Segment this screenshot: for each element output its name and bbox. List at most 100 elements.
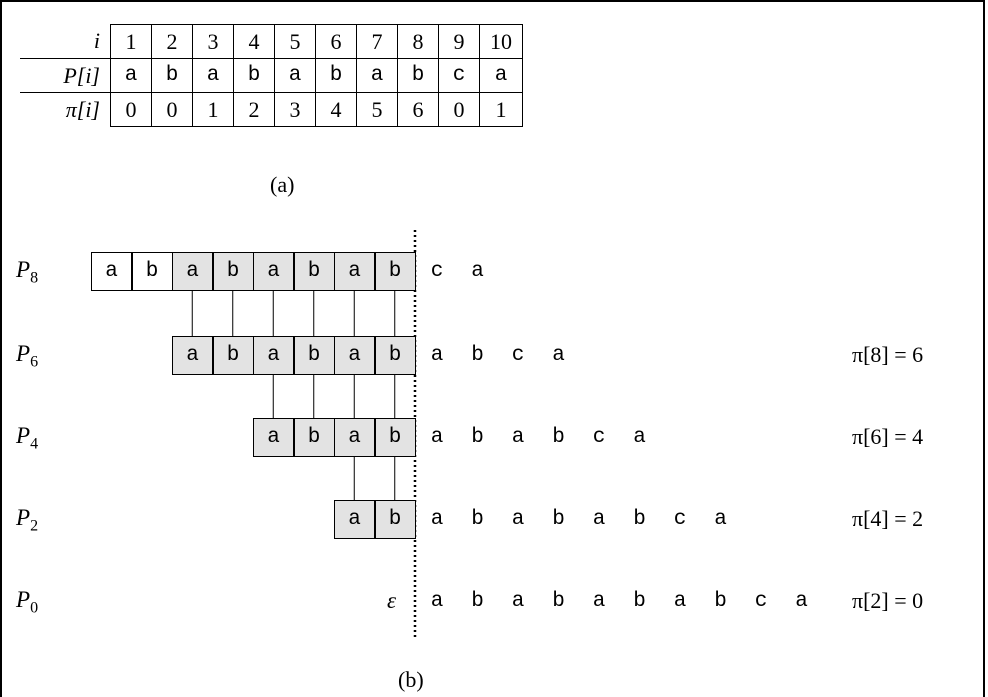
row-label-4: P4 bbox=[16, 423, 38, 454]
text-char: b bbox=[552, 426, 565, 449]
row-label-main: P bbox=[16, 423, 31, 448]
text-char: a bbox=[714, 508, 727, 531]
table-cell: 1 bbox=[479, 92, 523, 127]
table-cell: a bbox=[356, 58, 398, 93]
pattern-box: a bbox=[253, 252, 294, 291]
text-char: a bbox=[511, 590, 525, 613]
text-char: a bbox=[471, 260, 484, 283]
table-cell: a bbox=[110, 58, 152, 93]
text-char: b bbox=[633, 590, 646, 613]
pattern-box: a bbox=[334, 500, 375, 539]
caption-a: (a) bbox=[270, 172, 295, 197]
text-char: a bbox=[633, 426, 646, 449]
table-cell: c bbox=[438, 58, 480, 93]
pattern-box: b bbox=[293, 336, 335, 375]
row-label-sub: 4 bbox=[30, 435, 39, 453]
table-cell: 6 bbox=[315, 24, 357, 59]
table-cell: a bbox=[274, 58, 316, 93]
pattern-box: a bbox=[172, 252, 213, 291]
table-cell: 4 bbox=[315, 92, 357, 127]
table-cell: 7 bbox=[356, 24, 398, 59]
table-cell: 0 bbox=[151, 92, 193, 127]
table-cell: b bbox=[233, 58, 275, 93]
text-char: a bbox=[511, 426, 525, 449]
table-cell: b bbox=[315, 58, 357, 93]
pattern-box: a bbox=[253, 418, 294, 457]
text-char: a bbox=[592, 508, 606, 531]
row-label-main: P bbox=[16, 505, 31, 530]
pattern-box: b bbox=[131, 252, 173, 291]
table-cell: 5 bbox=[356, 92, 398, 127]
row-label-main: P bbox=[16, 341, 31, 366]
row-label-sub: 8 bbox=[30, 269, 39, 287]
pi-equation: π[6] = 4 bbox=[852, 424, 924, 449]
text-char: b bbox=[633, 508, 646, 531]
text-char: b bbox=[714, 590, 727, 613]
row-label-sub: 0 bbox=[30, 599, 39, 617]
text-char: a bbox=[511, 508, 525, 531]
table-cell: 1 bbox=[192, 92, 234, 127]
text-char: b bbox=[552, 590, 565, 613]
table-cell: 4 bbox=[233, 24, 275, 59]
text-char: c bbox=[673, 508, 687, 531]
pi-equation: π[4] = 2 bbox=[852, 506, 924, 531]
pattern-box: b bbox=[374, 336, 416, 375]
row-label-sub: 6 bbox=[30, 353, 39, 371]
table-cell: a bbox=[479, 58, 523, 93]
row-label-2: P2 bbox=[16, 505, 38, 536]
text-char: c bbox=[754, 590, 768, 613]
text-char: a bbox=[795, 590, 808, 613]
pi-equation: π[8] = 6 bbox=[852, 342, 924, 367]
table-header-pattern: P[i] bbox=[20, 58, 111, 93]
table-cell: 0 bbox=[438, 92, 480, 127]
text-char: b bbox=[471, 590, 484, 613]
text-char: a bbox=[673, 590, 687, 613]
text-char: c bbox=[430, 260, 444, 283]
table-cell: 2 bbox=[233, 92, 275, 127]
text-char: a bbox=[430, 508, 444, 531]
table-cell: 3 bbox=[274, 92, 316, 127]
pattern-box: b bbox=[212, 336, 254, 375]
pi-equation: π[2] = 0 bbox=[852, 588, 924, 613]
table-cell: 5 bbox=[274, 24, 316, 59]
pattern-box: b bbox=[212, 252, 254, 291]
row-label-main: P bbox=[16, 257, 31, 282]
prefix-function-table: i 1 2 3 4 5 6 7 8 9 10 P[i] a b a b a b … bbox=[20, 24, 523, 127]
text-char: a bbox=[430, 344, 444, 367]
row-label-6: P6 bbox=[16, 341, 38, 372]
text-char: a bbox=[592, 590, 606, 613]
text-char: c bbox=[592, 426, 606, 449]
pattern-box: a bbox=[91, 252, 132, 291]
text-char: a bbox=[430, 590, 444, 613]
pattern-box: a bbox=[334, 418, 375, 457]
text-char: b bbox=[471, 344, 484, 367]
table-cell: b bbox=[151, 58, 193, 93]
table-row-pi: π[i] 0 0 1 2 3 4 5 6 0 1 bbox=[20, 92, 523, 127]
pattern-box: b bbox=[374, 418, 416, 457]
text-char: b bbox=[552, 508, 565, 531]
table-cell: 1 bbox=[110, 24, 152, 59]
table-row-pattern: P[i] a b a b a b a b c a bbox=[20, 58, 523, 93]
text-char: a bbox=[552, 344, 565, 367]
row-label-sub: 2 bbox=[30, 517, 39, 535]
table-cell: 6 bbox=[397, 92, 439, 127]
pattern-box: b bbox=[293, 252, 335, 291]
table-row-i: i 1 2 3 4 5 6 7 8 9 10 bbox=[20, 24, 523, 59]
pattern-box: b bbox=[293, 418, 335, 457]
pattern-box: a bbox=[334, 336, 375, 375]
table-header-pi: π[i] bbox=[65, 96, 100, 122]
row-label-0: P0 bbox=[16, 587, 38, 618]
pattern-box: a bbox=[334, 252, 375, 291]
caption-b: (b) bbox=[398, 667, 424, 692]
pattern-box: a bbox=[253, 336, 294, 375]
pattern-box: a bbox=[172, 336, 213, 375]
table-cell: 0 bbox=[110, 92, 152, 127]
row-label-main: P bbox=[16, 587, 31, 612]
table-header-i: i bbox=[20, 24, 111, 59]
text-char: c bbox=[511, 344, 525, 367]
pattern-box: b bbox=[374, 252, 416, 291]
text-char: b bbox=[471, 508, 484, 531]
row-label-8: P8 bbox=[16, 257, 38, 288]
epsilon-symbol: ε bbox=[387, 588, 397, 613]
